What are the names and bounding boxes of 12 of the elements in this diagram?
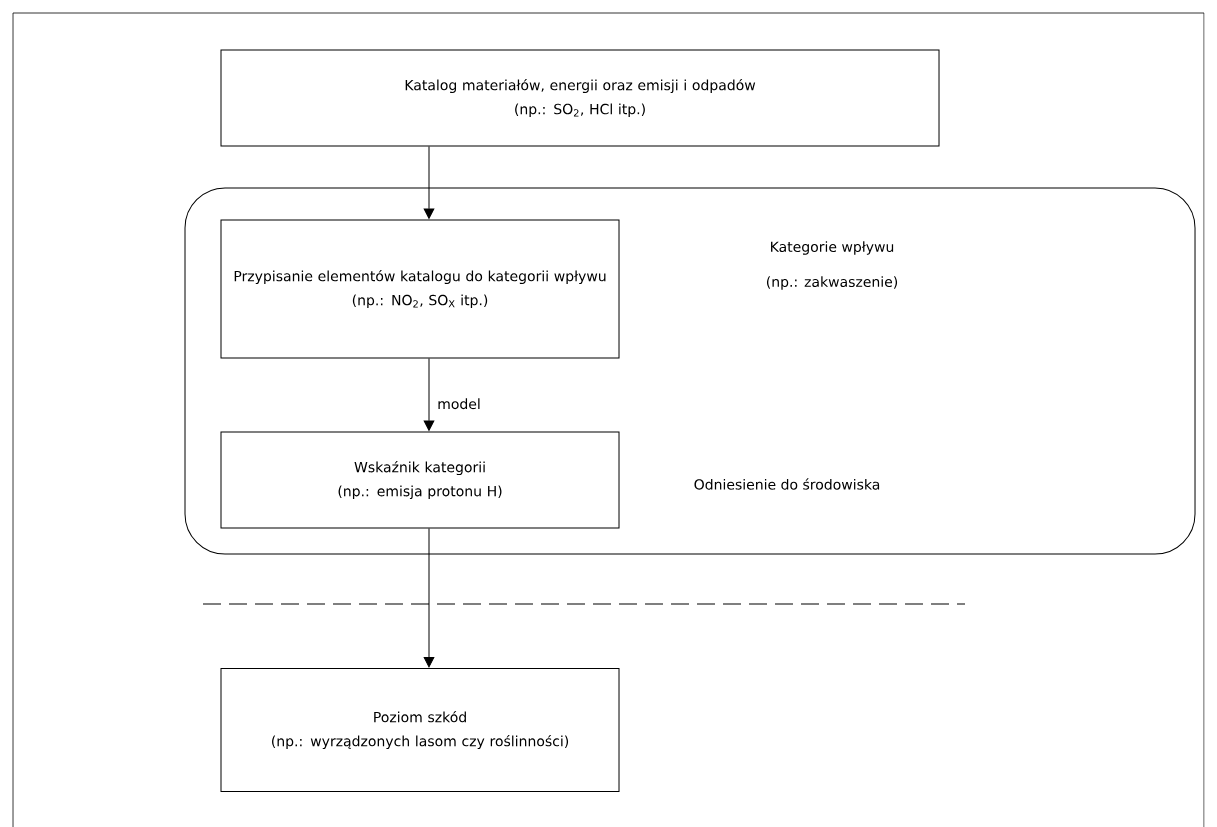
arrow	[423, 528, 435, 668]
region-label: (np.: zakwaszenie)	[767, 276, 898, 290]
process-box: Katalog materiałów, energii oraz emisji i odpadów (np.: SO$_{2}$, HCl itp.)	[220, 49, 940, 147]
arrow	[423, 358, 435, 431]
process-box: Poziom szkód (np.: wyrządzonych lasom czy roślinności)	[220, 668, 620, 792]
edge-label: model	[438, 398, 480, 410]
region-label: Kategorie wpływu	[771, 241, 894, 255]
process-box: Przypisanie elementów katalogu do kategorii wpływu (np.: NO$_{2}$, SO$_{X}$ itp.)	[220, 219, 620, 359]
process-box: Wskaźnik kategorii (np.: emisja protonu H)	[220, 431, 620, 529]
rounded-region	[184, 187, 1196, 555]
arrow	[423, 146, 435, 219]
region-label: Odniesienie do środowiska	[694, 478, 880, 490]
